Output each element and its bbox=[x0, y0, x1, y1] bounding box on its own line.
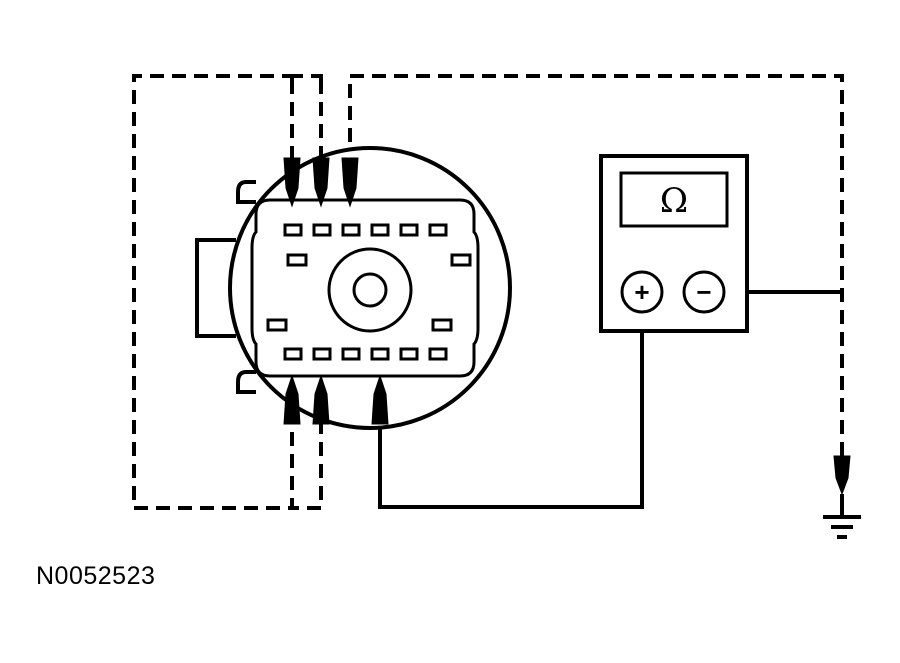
connector-bottom-ear bbox=[236, 370, 256, 394]
pin-cavity-bottom-4 bbox=[370, 347, 390, 361]
probe-top-1 bbox=[283, 157, 301, 208]
pin-cavity-top-4 bbox=[370, 223, 390, 237]
pin-cavity-top-3 bbox=[341, 223, 361, 237]
probe-bottom-3 bbox=[371, 374, 389, 425]
meter-display bbox=[619, 171, 729, 228]
meter-positive-terminal bbox=[620, 270, 664, 314]
pin-cavity-bottom-6 bbox=[428, 347, 448, 361]
key-slot-lower-left bbox=[266, 318, 288, 332]
dashed-lead-inner-loop bbox=[292, 74, 323, 510]
pin-cavity-bottom-1 bbox=[283, 347, 303, 361]
meter-display-symbol: Ω bbox=[660, 181, 688, 221]
figure-id: N0052523 bbox=[36, 562, 156, 590]
pin-cavities bbox=[266, 223, 472, 361]
ohmmeter-icon: Ω + − bbox=[599, 154, 749, 333]
pin-cavity-bottom-2 bbox=[312, 347, 332, 361]
dashed-leads bbox=[132, 74, 844, 510]
pin-cavity-bottom-5 bbox=[399, 347, 419, 361]
pin-cavity-top-2 bbox=[312, 223, 332, 237]
probe-tips bbox=[283, 157, 851, 496]
pin-cavity-top-6 bbox=[428, 223, 448, 237]
meter-positive-label: + bbox=[634, 277, 649, 307]
probe-bottom-1 bbox=[283, 374, 301, 425]
probe-ground bbox=[833, 455, 851, 496]
pin-cavity-bottom-3 bbox=[341, 347, 361, 361]
key-slot-upper-right bbox=[450, 253, 472, 267]
pin-cavity-top-5 bbox=[399, 223, 419, 237]
key-slot-upper-left bbox=[286, 253, 308, 267]
connector-side-tab bbox=[195, 238, 236, 338]
probe-top-2 bbox=[312, 157, 330, 208]
dashed-lead-top-bridge bbox=[348, 74, 844, 462]
meter-negative-label: − bbox=[696, 277, 711, 307]
probe-top-3 bbox=[341, 157, 359, 208]
probe-bottom-2 bbox=[312, 374, 330, 425]
pin-cavity-top-1 bbox=[283, 223, 303, 237]
ground-symbol-icon bbox=[823, 494, 861, 539]
solid-lead-connector-to-meter bbox=[378, 307, 644, 509]
meter-negative-terminal bbox=[682, 270, 726, 314]
connector-center-hole bbox=[352, 272, 388, 308]
connector-top-ear bbox=[236, 180, 256, 204]
key-slot-lower-right bbox=[431, 318, 453, 332]
